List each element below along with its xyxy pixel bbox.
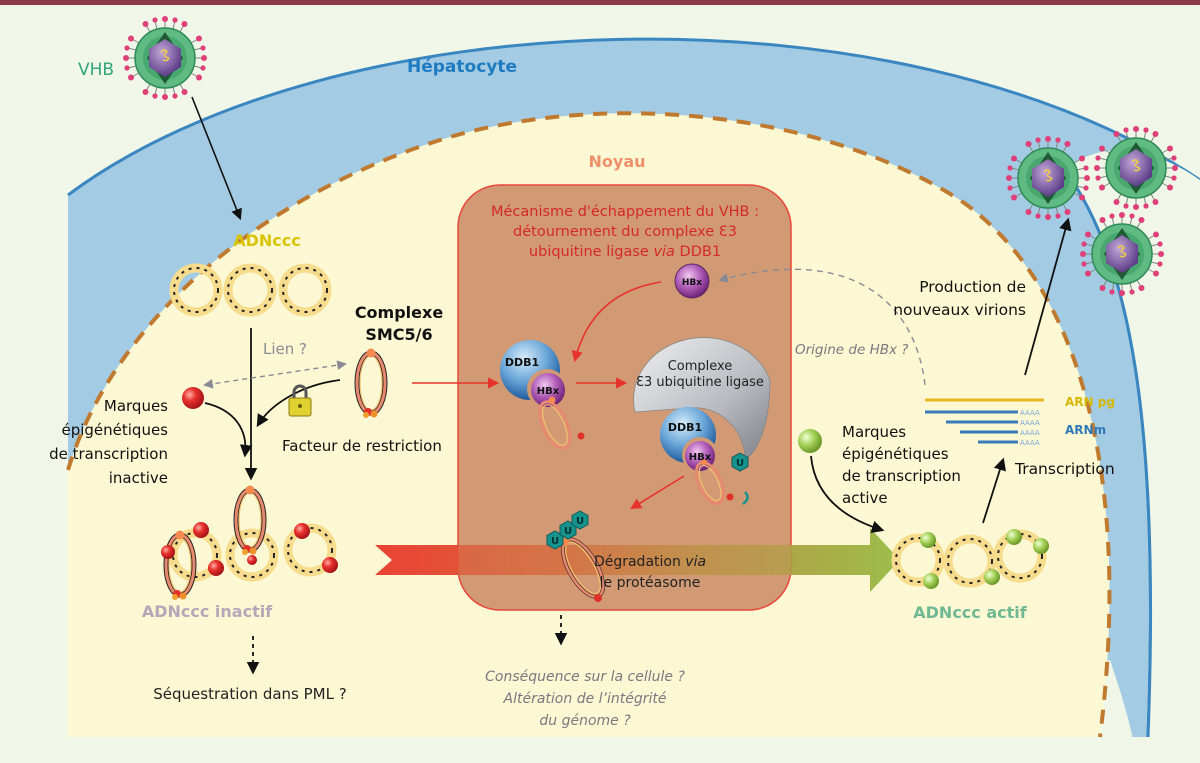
rna-transcripts [925, 398, 1044, 444]
e3-complex-label-2: Ɛ3 ubiquitine ligase [636, 375, 764, 390]
lien-arrow [203, 360, 347, 389]
cell-membrane-top [67, 37, 1200, 197]
transcription-label: Transcription [1014, 460, 1115, 478]
inactive-marks-label-4: inactive [109, 469, 168, 487]
hbx-origin-label: Origine de HBx ? [795, 342, 908, 358]
arnm-label: ARNm [1065, 423, 1106, 437]
escape-title-line-3: ubiquitine ligase via DDB1 [529, 244, 721, 260]
inactive-marks-label-2: épigénétiques [61, 421, 168, 439]
sequestration-label: Séquestration dans PML ? [153, 685, 346, 703]
e3-ligase-complex [633, 337, 771, 505]
vhb-label: VHB [78, 60, 114, 80]
nucleus-label: Noyau [589, 152, 646, 171]
active-marks-label-3: de transcription [842, 467, 961, 485]
smc-restriction-arrow [256, 379, 341, 428]
production-label-2: nouveaux virions [893, 301, 1026, 319]
restriction-factor-label: Facteur de restriction [282, 437, 442, 455]
active-marks-label-1: Marques [842, 423, 906, 441]
inactive-mark-icon [182, 387, 204, 409]
active-mark-arrow [810, 455, 885, 534]
adnccc-active-label: ADNccc actif [913, 603, 1027, 622]
hbx-recruit-arrow [571, 281, 662, 363]
transition-arrow [375, 528, 900, 592]
consequence-label-3: du génome ? [539, 713, 631, 729]
hepatocyte-label: Hépatocyte [407, 57, 517, 77]
consequence-label-1: Conséquence sur la cellule ? [485, 669, 685, 685]
arn-pg-label: ARN pg [1065, 395, 1115, 409]
virion-release-arrow [1024, 217, 1072, 376]
smc-complex-label-2: SMC5/6 [365, 325, 432, 344]
active-marks-label-4: active [842, 489, 888, 507]
adnccc-active-cluster [896, 529, 1049, 589]
hbx-free-label: HBx [682, 278, 702, 288]
arrow-overlay [458, 545, 791, 575]
e3-complex-label-1: Complexe [668, 359, 733, 374]
adnccc-inactive-label: ADNccc inactif [142, 602, 273, 621]
ddb1-label-1: DDB1 [505, 356, 539, 369]
ubiquitinated-cccdna [546, 510, 606, 602]
degradation-label-1: Dégradation via [594, 554, 706, 570]
lien-label: Lien ? [263, 340, 307, 358]
outside-right [1065, 150, 1200, 737]
escape-title-line-1: Mécanisme d'échappement du VHB : [491, 204, 759, 220]
poly-a-tails: AAAA AAAA AAAA AAAA [1020, 409, 1040, 447]
to-degradation-arrow [630, 475, 685, 510]
smc-complex-label-1: Complexe [355, 303, 444, 322]
cell-membrane-right-line [1063, 169, 1153, 738]
bottom-margin [0, 737, 1200, 763]
inactive-mark-arrow [204, 402, 253, 458]
padlock-icon [288, 384, 312, 417]
poly-a-1: AAAA [1020, 409, 1040, 417]
escape-mechanism-box [457, 184, 792, 611]
ddb1-label-2: DDB1 [668, 421, 702, 434]
consequence-label-2: Altération de l’intégrité [503, 691, 667, 707]
production-label-1: Production de [919, 278, 1026, 296]
hbx-label-1: HBx [537, 386, 560, 397]
hbx-origin-arrow [718, 268, 926, 386]
adnccc-label: ADNccc [233, 231, 301, 250]
inactive-marks-label-1: Marques [104, 397, 168, 415]
top-bar [0, 0, 1200, 5]
transcription-arrow [982, 457, 1006, 524]
poly-a-3: AAAA [1020, 429, 1040, 437]
active-mark-icon [798, 429, 822, 453]
ddb1-hbx-complex [500, 340, 585, 450]
poly-a-4: AAAA [1020, 439, 1040, 447]
hbx-free-icon [674, 263, 710, 299]
poly-a-2: AAAA [1020, 419, 1040, 427]
adnccc-inactive-cluster [161, 486, 338, 601]
inactive-marks-label-3: de transcription [49, 445, 168, 463]
active-marks-label-2: épigénétiques [842, 445, 949, 463]
entry-arrow [191, 96, 242, 221]
hbx-label-2: HBx [689, 452, 712, 463]
escape-title-line-2: détournement du complexe Ɛ3 [513, 224, 737, 240]
degradation-label-2: le protéasome [600, 575, 701, 591]
